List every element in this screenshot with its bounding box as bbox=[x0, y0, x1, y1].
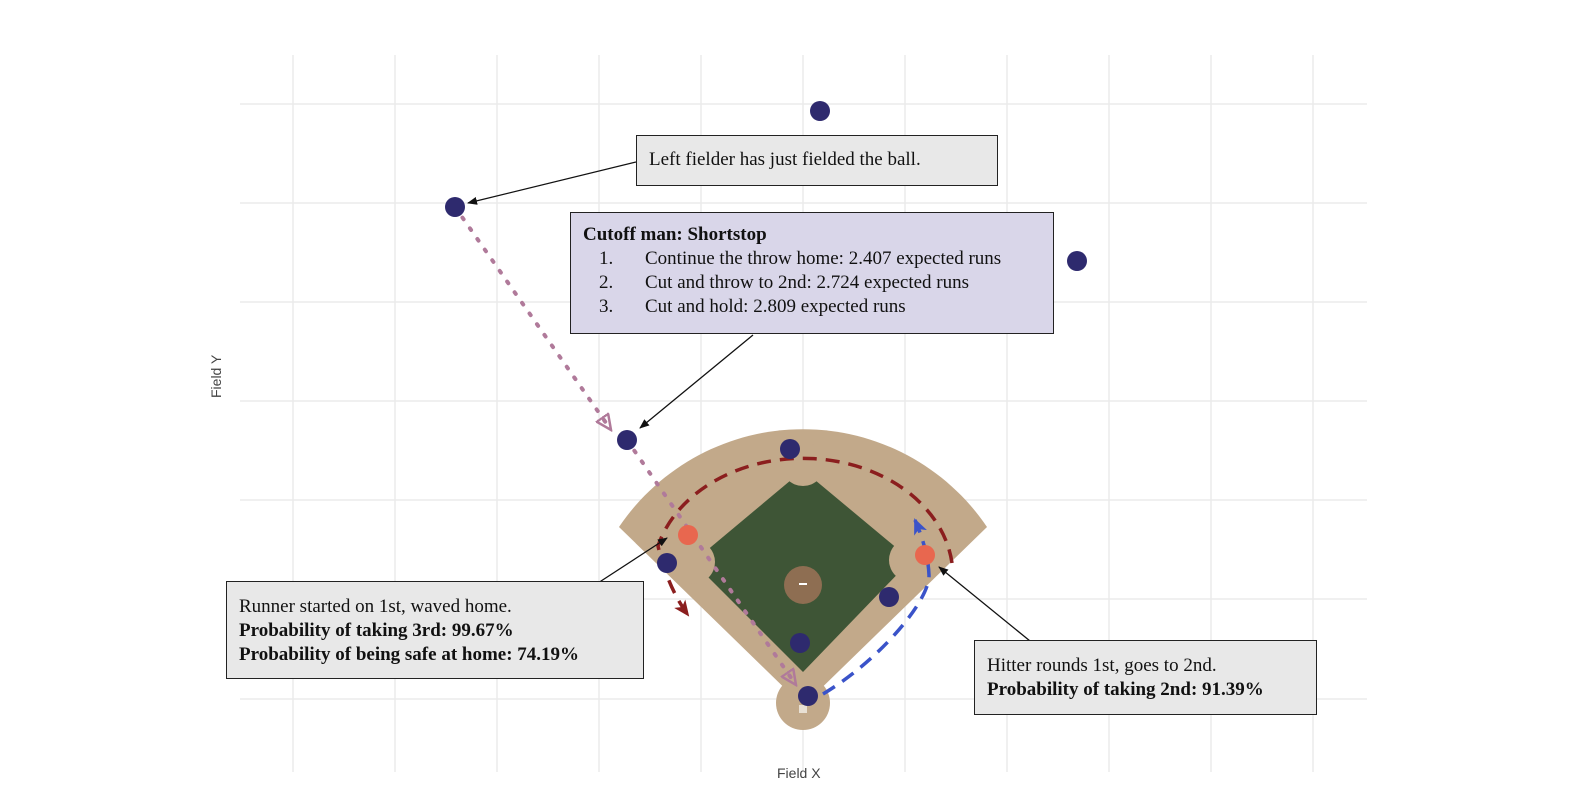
fielder-third-base bbox=[657, 553, 677, 573]
callout-arrow-hitter bbox=[938, 566, 1031, 642]
fielder-shortstop bbox=[617, 430, 637, 450]
option-number: 2. bbox=[599, 272, 614, 293]
cutoff-title: Cutoff man: Shortstop bbox=[583, 224, 767, 245]
fielder-left-field bbox=[445, 197, 465, 217]
fielder-first-base bbox=[879, 587, 899, 607]
runner-lead bbox=[678, 525, 698, 545]
hitter-path bbox=[822, 518, 931, 696]
runner-line-3: Probability of being safe at home: 74.19… bbox=[239, 644, 580, 665]
runner-line-2: Probability of taking 3rd: 99.67% bbox=[239, 620, 514, 641]
throw-path-cutoff-to-home bbox=[625, 438, 798, 685]
annotation-runner: Runner started on 1st, waved home. Proba… bbox=[226, 581, 644, 679]
cutoff-option-1: 1. Continue the throw home: 2.407 expect… bbox=[583, 247, 1041, 271]
cutoff-option-3: 3. Cut and hold: 2.809 expected runs bbox=[583, 295, 1041, 319]
callout-arrow-runner bbox=[597, 537, 668, 584]
fielder-pitcher bbox=[790, 633, 810, 653]
players bbox=[445, 101, 1087, 706]
runner-line-1: Runner started on 1st, waved home. bbox=[239, 596, 512, 617]
hitter-line-2: Probability of taking 2nd: 91.39% bbox=[987, 679, 1264, 700]
fielder-center-field bbox=[810, 101, 830, 121]
option-text: Cut and throw to 2nd: 2.724 expected run… bbox=[645, 272, 970, 293]
y-axis-label: Field Y bbox=[208, 354, 224, 398]
fielder-right-field bbox=[1067, 251, 1087, 271]
annotation-hitter: Hitter rounds 1st, goes to 2nd. Probabil… bbox=[974, 640, 1317, 715]
option-number: 1. bbox=[599, 248, 614, 269]
play-paths bbox=[453, 205, 954, 696]
fielder-second-base bbox=[780, 439, 800, 459]
option-text: Cut and hold: 2.809 expected runs bbox=[645, 296, 906, 317]
third-base-cutout bbox=[671, 540, 715, 584]
cutoff-option-2: 2. Cut and throw to 2nd: 2.724 expected … bbox=[583, 271, 1041, 295]
hitter-line-1: Hitter rounds 1st, goes to 2nd. bbox=[987, 655, 1217, 676]
annotation-fielder: Left fielder has just fielded the ball. bbox=[636, 135, 998, 186]
x-axis-label: Field X bbox=[777, 765, 821, 781]
runner-hitter bbox=[915, 545, 935, 565]
annotation-cutoff: Cutoff man: Shortstop 1. Continue the th… bbox=[570, 212, 1054, 334]
callout-arrow-fielder bbox=[467, 161, 637, 205]
callout-arrow-cutoff bbox=[639, 334, 754, 429]
option-number: 3. bbox=[599, 296, 614, 317]
baseball-field bbox=[619, 429, 987, 730]
fielder-catcher bbox=[798, 686, 818, 706]
home-plate bbox=[799, 705, 807, 713]
runner-path bbox=[656, 456, 954, 617]
annotation-fielder-text: Left fielder has just fielded the ball. bbox=[649, 149, 921, 170]
option-text: Continue the throw home: 2.407 expected … bbox=[645, 248, 1002, 269]
callout-arrows bbox=[467, 161, 1031, 642]
pitchers-rubber bbox=[799, 583, 807, 585]
